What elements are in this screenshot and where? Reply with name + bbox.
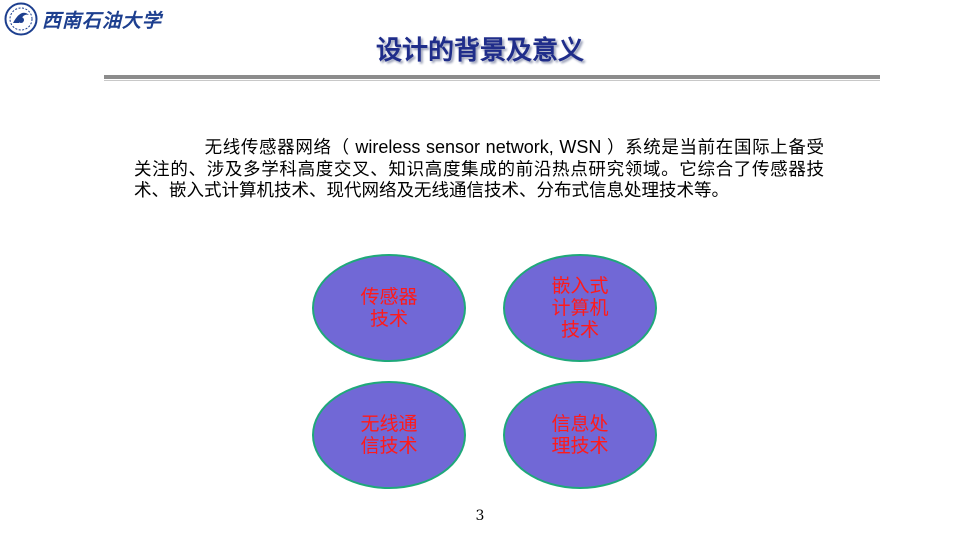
circle-info-processing-tech: 信息处 理技术 bbox=[503, 381, 657, 489]
circle-embedded-computer-tech: 嵌入式 计算机 技术 bbox=[503, 254, 657, 362]
circle-wireless-comm-tech: 无线通 信技术 bbox=[312, 381, 466, 489]
circle-line: 理技术 bbox=[551, 435, 609, 457]
paragraph-latin-term: wireless sensor network, WSN bbox=[349, 137, 607, 157]
body-paragraph: 无线传感器网络（ wireless sensor network, WSN ）系… bbox=[134, 137, 824, 203]
title-divider bbox=[104, 75, 880, 79]
circle-line: 计算机 bbox=[551, 297, 609, 319]
paragraph-lead: 无线传感器网络（ bbox=[204, 138, 350, 158]
circle-sensor-tech: 传感器 技术 bbox=[312, 254, 466, 362]
university-emblem-icon bbox=[4, 2, 38, 36]
circle-line: 技术 bbox=[560, 319, 599, 341]
circle-line: 传感器 bbox=[360, 286, 418, 308]
university-name: 西南石油大学 bbox=[42, 9, 163, 32]
circle-line: 信技术 bbox=[360, 435, 418, 457]
paragraph-rest: ）系统是当前在国际上备受关注的、涉及多学科高度交叉、知识高度集成的前沿热点研究领… bbox=[134, 138, 824, 201]
circle-line: 信息处 bbox=[551, 413, 609, 435]
university-logo: 西南石油大学 bbox=[4, 2, 162, 36]
circle-line: 技术 bbox=[369, 308, 408, 330]
circle-line: 嵌入式 bbox=[551, 275, 609, 297]
circle-line: 无线通 bbox=[360, 413, 418, 435]
title-divider-shadow bbox=[104, 80, 880, 81]
page-number: 3 bbox=[475, 508, 485, 524]
slide-title: 设计的背景及意义 bbox=[375, 36, 584, 66]
